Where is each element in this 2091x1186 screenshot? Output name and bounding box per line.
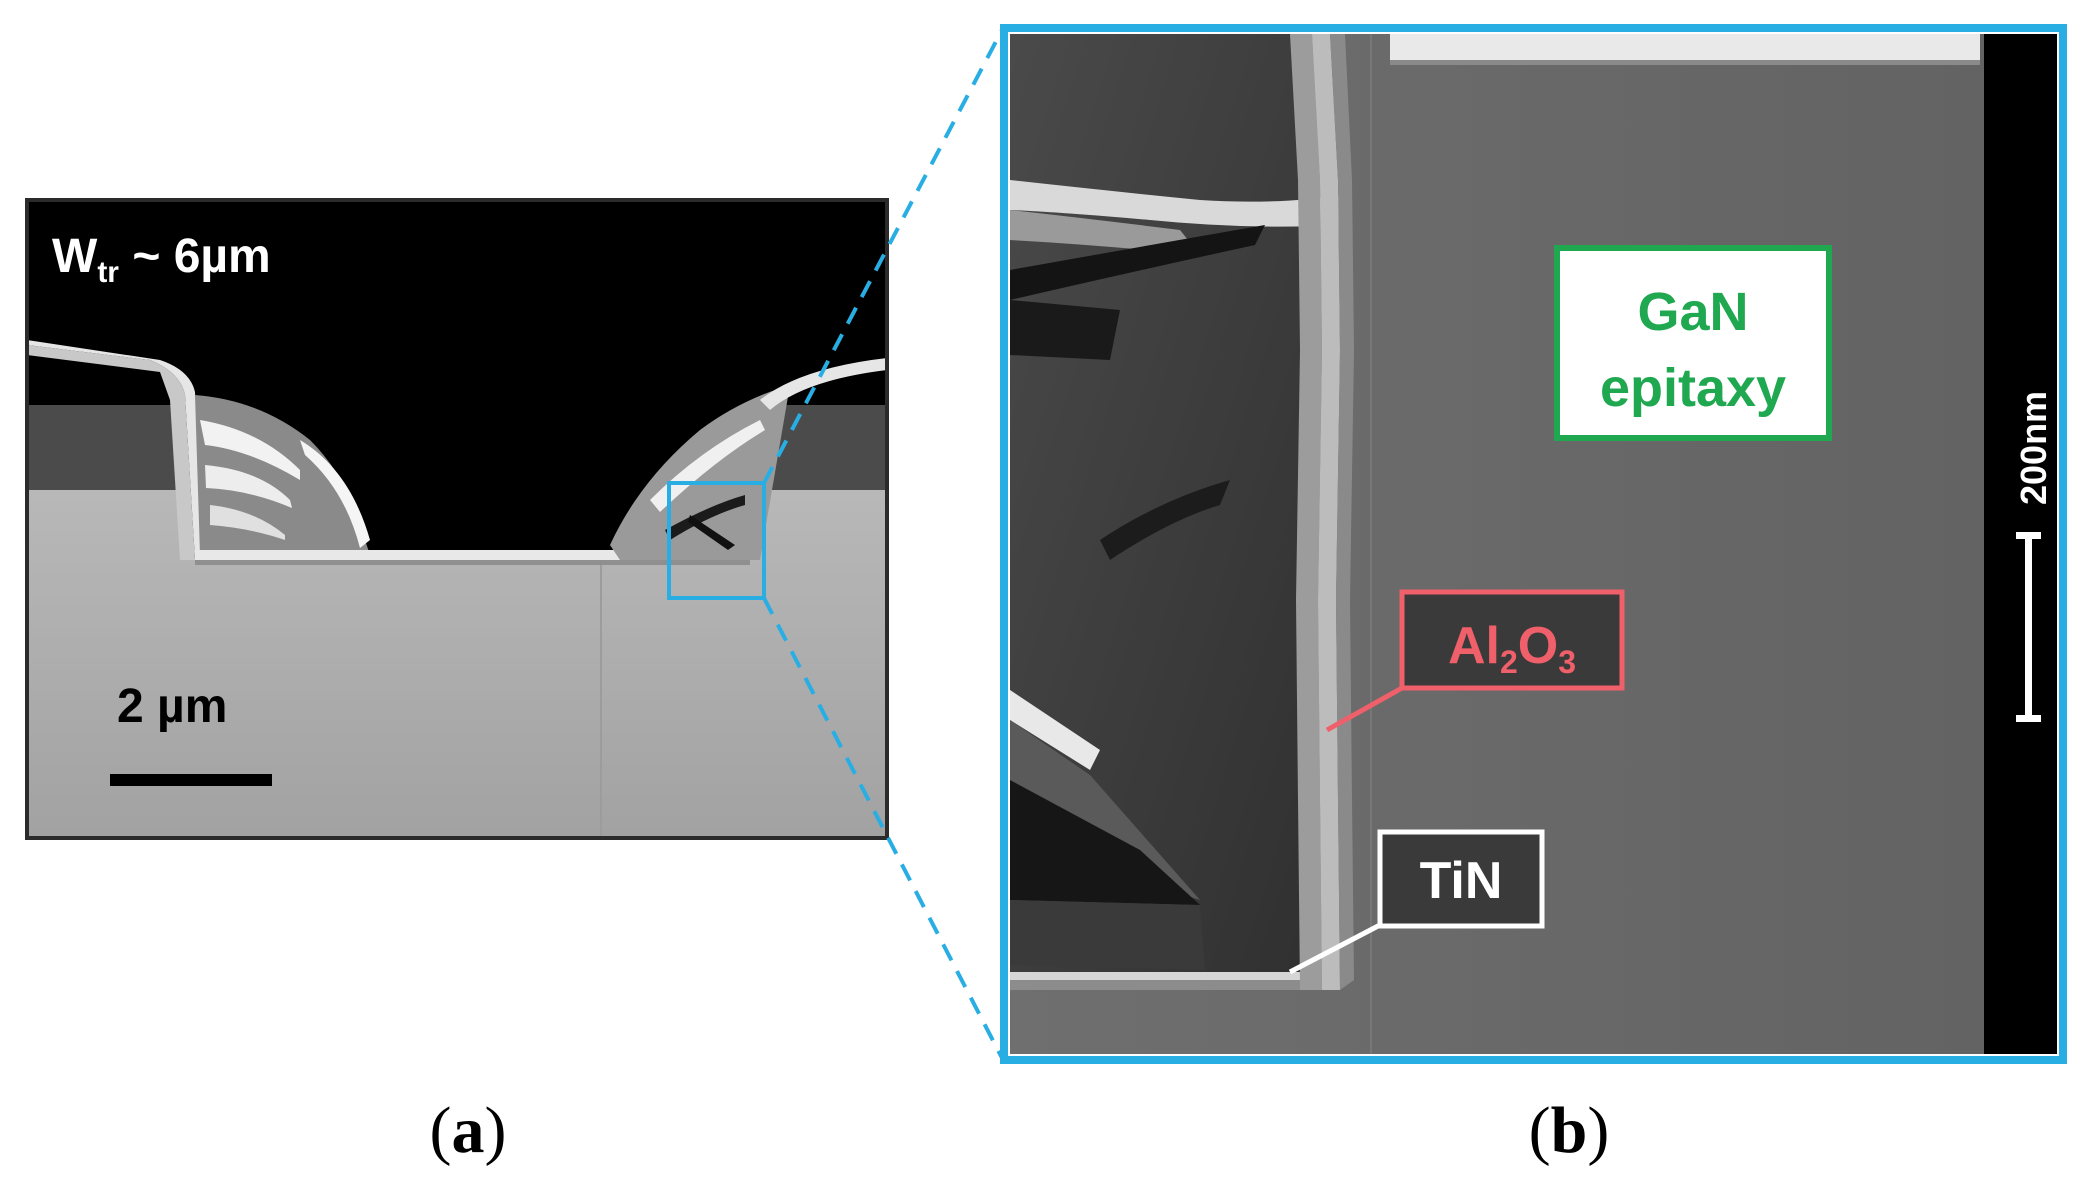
panel-a-frame	[25, 198, 889, 840]
scale-bar-label-a: 2 µm	[117, 680, 227, 733]
zoom-region-box	[667, 481, 766, 600]
gan-epitaxy-label-box	[1554, 245, 1832, 441]
caption-b: (b)	[1529, 1094, 1610, 1167]
trench-width-label: Wtr ~ 6µm	[52, 230, 271, 289]
panel-b-frame	[1000, 24, 2067, 1064]
gan-label-line1: GaN	[1637, 282, 1748, 342]
al2o3-leader-line	[1325, 685, 1404, 733]
zoom-connector-bottom	[762, 597, 1004, 1059]
al2o3-label: Al2O3	[1448, 617, 1576, 680]
panel-a-sem-image	[27, 200, 887, 838]
al2o3-label-box	[1399, 589, 1625, 691]
tin-label-box	[1377, 829, 1545, 929]
tin-label: TiN	[1420, 852, 1503, 910]
scale-bar-b	[2016, 532, 2041, 722]
gan-label-line2: epitaxy	[1600, 358, 1786, 418]
scale-bar-label-b: 200nm	[2013, 391, 2054, 505]
scale-bar-a	[110, 774, 272, 786]
tin-leader-line	[1288, 922, 1382, 975]
caption-a: (a)	[430, 1094, 507, 1167]
zoom-connector-top	[762, 29, 1004, 484]
